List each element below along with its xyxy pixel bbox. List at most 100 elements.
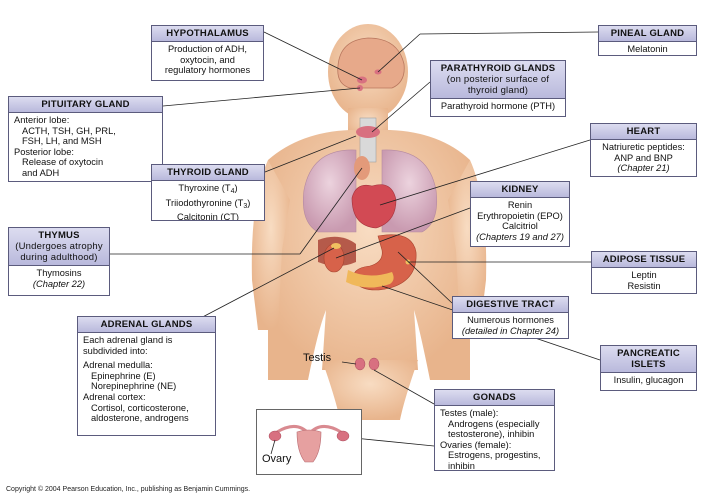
- thyroid-line: Calcitonin (CT): [177, 212, 239, 221]
- thymus-box: THYMUS (Undergoes atrophy during adultho…: [8, 227, 110, 296]
- adrenal-cortex-heading: Adrenal cortex:: [83, 391, 146, 402]
- hypothalamus-line: Production of ADH,: [167, 44, 248, 54]
- pituitary-body: Anterior lobe: ACTH, TSH, GH, PRL, FSH, …: [9, 113, 162, 181]
- pancreatic-header: PANCREATIC ISLETS: [601, 346, 696, 373]
- copyright-notice: Copyright © 2004 Pearson Education, Inc.…: [6, 486, 251, 493]
- digestive-chapter-note: (detailed in Chapter 24): [461, 325, 560, 336]
- ovary-label: Ovary: [262, 453, 292, 465]
- parathyroid-body: Parathyroid hormone (PTH): [431, 99, 565, 114]
- adrenal-medulla-item: Norepinephrine (NE): [91, 381, 177, 392]
- adrenal-box: ADRENAL GLANDS Each adrenal gland is sub…: [77, 316, 216, 436]
- parathyroid-subtitle: thyroid gland): [467, 85, 529, 96]
- kidney-chapter-note: (Chapters 19 and 27): [476, 231, 564, 242]
- subscript: 4: [230, 188, 235, 195]
- pancreatic-title: ISLETS: [631, 359, 666, 370]
- digestive-box: DIGESTIVE TRACT Numerous hormones (detai…: [452, 296, 569, 339]
- heart-box: HEART Natriuretic peptides: ANP and BNP …: [590, 123, 697, 177]
- gonads-body: Testes (male): Androgens (especially tes…: [435, 406, 554, 471]
- kidney-title: KIDNEY: [471, 182, 569, 198]
- paren: ): [234, 183, 238, 193]
- thymus-body: Thymosins (Chapter 22): [9, 266, 109, 291]
- kidney-body: Renin Erythropoietin (EPO) Calcitriol (C…: [471, 198, 569, 244]
- gonads-female-item: inhibin: [448, 460, 475, 471]
- gonads-male-item: Androgens (especially: [448, 418, 540, 429]
- heart-chapter-note: (Chapter 21): [617, 163, 670, 174]
- brain: [337, 37, 405, 89]
- adrenal-line: Each adrenal gland is: [83, 335, 173, 345]
- adipose-box: ADIPOSE TISSUE Leptin Resistin: [591, 251, 697, 294]
- gonads-box: GONADS Testes (male): Androgens (especia…: [434, 389, 555, 471]
- hypothalamus-box: HYPOTHALAMUS Production of ADH, oxytocin…: [151, 25, 264, 81]
- testis-right: [368, 357, 380, 371]
- pituitary-line: FSH, LH, and MSH: [22, 136, 102, 147]
- adipose-body: Leptin Resistin: [592, 268, 696, 293]
- pancreas-organ: [346, 270, 394, 288]
- digestive-title: DIGESTIVE TRACT: [453, 297, 568, 313]
- pineal-line: Melatonin: [627, 44, 668, 54]
- hypothalamus-line: oxytocin, and: [180, 54, 235, 65]
- thymus-subtitle: (Undergoes atrophy: [15, 241, 103, 252]
- ovary-left: [268, 430, 282, 442]
- kidney-line: Calcitriol: [502, 221, 538, 232]
- kidney-line: Renin: [507, 200, 533, 210]
- adrenal-cortex-item: Cortisol, corticosterone,: [91, 402, 189, 413]
- parathyroid-line: Parathyroid hormone (PTH): [440, 101, 556, 111]
- thymus-subtitle: during adulthood): [20, 252, 98, 263]
- pancreatic-body: Insulin, glucagon: [601, 373, 696, 388]
- triiodothyronine-text: Triiodothyronine (T: [165, 197, 244, 208]
- hypothalamus-line: regulatory hormones: [164, 65, 251, 76]
- parathyroid-header: PARATHYROID GLANDS (on posterior surface…: [431, 61, 565, 99]
- thyroxine-text: Thyroxine (T: [178, 183, 231, 193]
- pituitary-line: Posterior lobe:: [14, 146, 74, 157]
- heart-body: Natriuretic peptides: ANP and BNP (Chapt…: [591, 140, 696, 176]
- thyroid-body: Thyroxine (T4) Triiodothyronine (T3) Cal…: [152, 181, 264, 221]
- digestive-body: Numerous hormones (detailed in Chapter 2…: [453, 313, 568, 338]
- adipose-title: ADIPOSE TISSUE: [592, 252, 696, 268]
- thymus-header: THYMUS (Undergoes atrophy during adultho…: [9, 228, 109, 266]
- thyroid-line: Triiodothyronine (T3): [157, 198, 259, 213]
- left-lung: [303, 149, 357, 233]
- adrenal-title: ADRENAL GLANDS: [78, 317, 215, 333]
- thyroid-title: THYROID GLAND: [152, 165, 264, 181]
- gonads-female-heading: Ovaries (female):: [440, 439, 512, 450]
- pineal-body: Melatonin: [599, 42, 696, 55]
- parathyroid-title: PARATHYROID GLANDS: [440, 63, 556, 74]
- thymus-line: Thymosins: [36, 268, 82, 278]
- hypothalamus-body: Production of ADH, oxytocin, and regulat…: [152, 42, 263, 78]
- pituitary-line: Anterior lobe:: [14, 115, 70, 125]
- gonads-male-heading: Testes (male):: [440, 408, 499, 418]
- adrenal-cortex-item: aldosterone, androgens: [91, 413, 189, 424]
- trachea: [359, 117, 377, 163]
- gonads-male-item: testosterone), inhibin: [448, 429, 535, 440]
- gonads-female-item: Estrogens, progestins,: [448, 450, 541, 461]
- thyroid-gland: [356, 126, 380, 138]
- testis-left: [354, 357, 366, 371]
- pineal-box: PINEAL GLAND Melatonin: [598, 25, 697, 56]
- pineal-title: PINEAL GLAND: [599, 26, 696, 42]
- heart-line: ANP and BNP: [614, 152, 673, 163]
- thymus-title: THYMUS: [38, 230, 80, 241]
- adipose-line: Leptin: [631, 270, 657, 280]
- pancreatic-islets-box: PANCREATIC ISLETS Insulin, glucagon: [600, 345, 697, 391]
- pituitary-title: PITUITARY GLAND: [9, 97, 162, 113]
- ovary-right: [336, 430, 350, 442]
- thyroid-box: THYROID GLAND Thyroxine (T4) Triiodothyr…: [151, 164, 265, 221]
- adrenal-medulla-heading: Adrenal medulla:: [83, 360, 153, 371]
- parathyroid-subtitle: (on posterior surface of: [446, 74, 550, 85]
- testis-label: Testis: [303, 352, 332, 364]
- parathyroid-box: PARATHYROID GLANDS (on posterior surface…: [430, 60, 566, 117]
- subscript: 3: [243, 202, 248, 210]
- pituitary-box: PITUITARY GLAND Anterior lobe: ACTH, TSH…: [8, 96, 163, 182]
- adipose-line: Resistin: [627, 280, 661, 291]
- ovary-illustration-box: [256, 409, 362, 475]
- adrenal-gland: [331, 243, 341, 249]
- kidney-box: KIDNEY Renin Erythropoietin (EPO) Calcit…: [470, 181, 570, 247]
- hypothalamus-title: HYPOTHALAMUS: [152, 26, 263, 42]
- heart-line: Natriuretic peptides:: [602, 142, 685, 152]
- thymus-chapter-note: (Chapter 22): [32, 278, 86, 289]
- uterus-ovaries-illustration: [268, 425, 350, 463]
- kidney-line: Erythropoietin (EPO): [477, 210, 563, 221]
- adrenal-body: Each adrenal gland is subdivided into: A…: [78, 333, 215, 426]
- uterus: [296, 429, 322, 463]
